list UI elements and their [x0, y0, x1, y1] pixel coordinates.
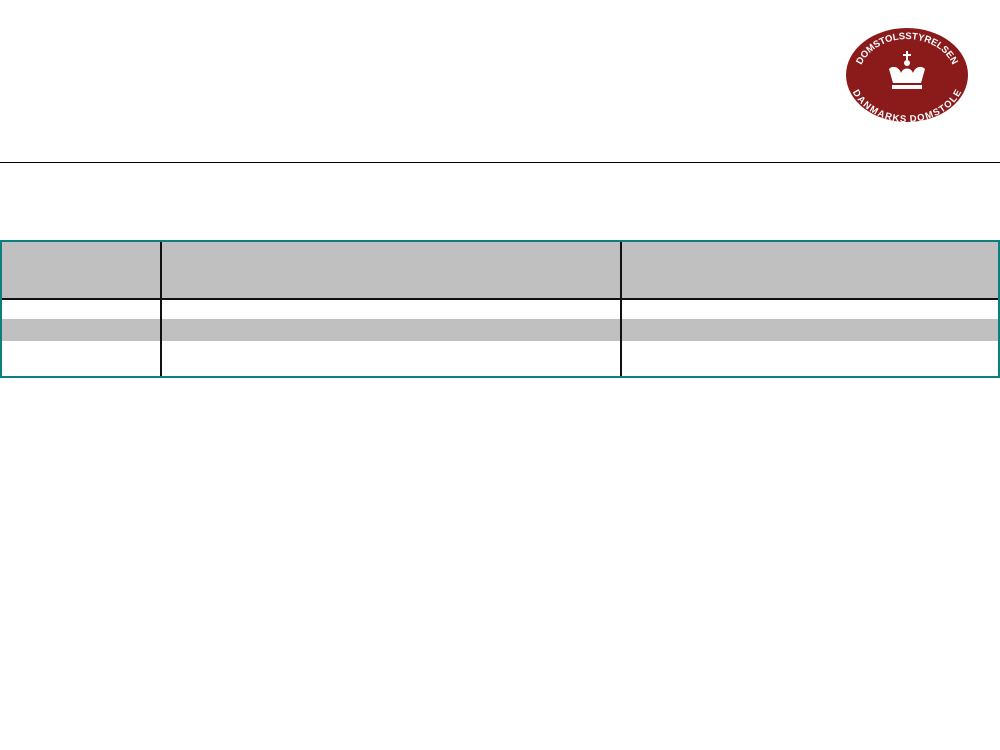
table-cell — [622, 298, 998, 319]
table-header-cell — [162, 242, 622, 279]
table-header-row — [2, 242, 998, 281]
table-cell — [2, 319, 162, 341]
table-row — [2, 298, 998, 319]
table-cell — [162, 279, 622, 298]
table-cell — [162, 341, 622, 376]
table-cell — [162, 319, 622, 341]
crown-icon — [889, 51, 925, 89]
table-row — [2, 319, 998, 341]
domstolsstyrelsen-logo: DOMSTOLSSTYRELSEN DANMARKS DOMSTOLE — [846, 28, 968, 123]
data-table — [0, 240, 1000, 378]
table-row — [2, 279, 998, 300]
table-cell — [2, 298, 162, 319]
table-cell — [162, 298, 622, 319]
table-header-cell — [622, 242, 998, 279]
table-cell — [622, 341, 998, 376]
header-divider — [0, 162, 1000, 163]
table-cell — [622, 279, 998, 298]
table-cell — [2, 279, 162, 298]
table-row — [2, 341, 998, 376]
table-cell — [622, 319, 998, 341]
table-cell — [2, 341, 162, 376]
table-header-cell — [2, 242, 162, 279]
